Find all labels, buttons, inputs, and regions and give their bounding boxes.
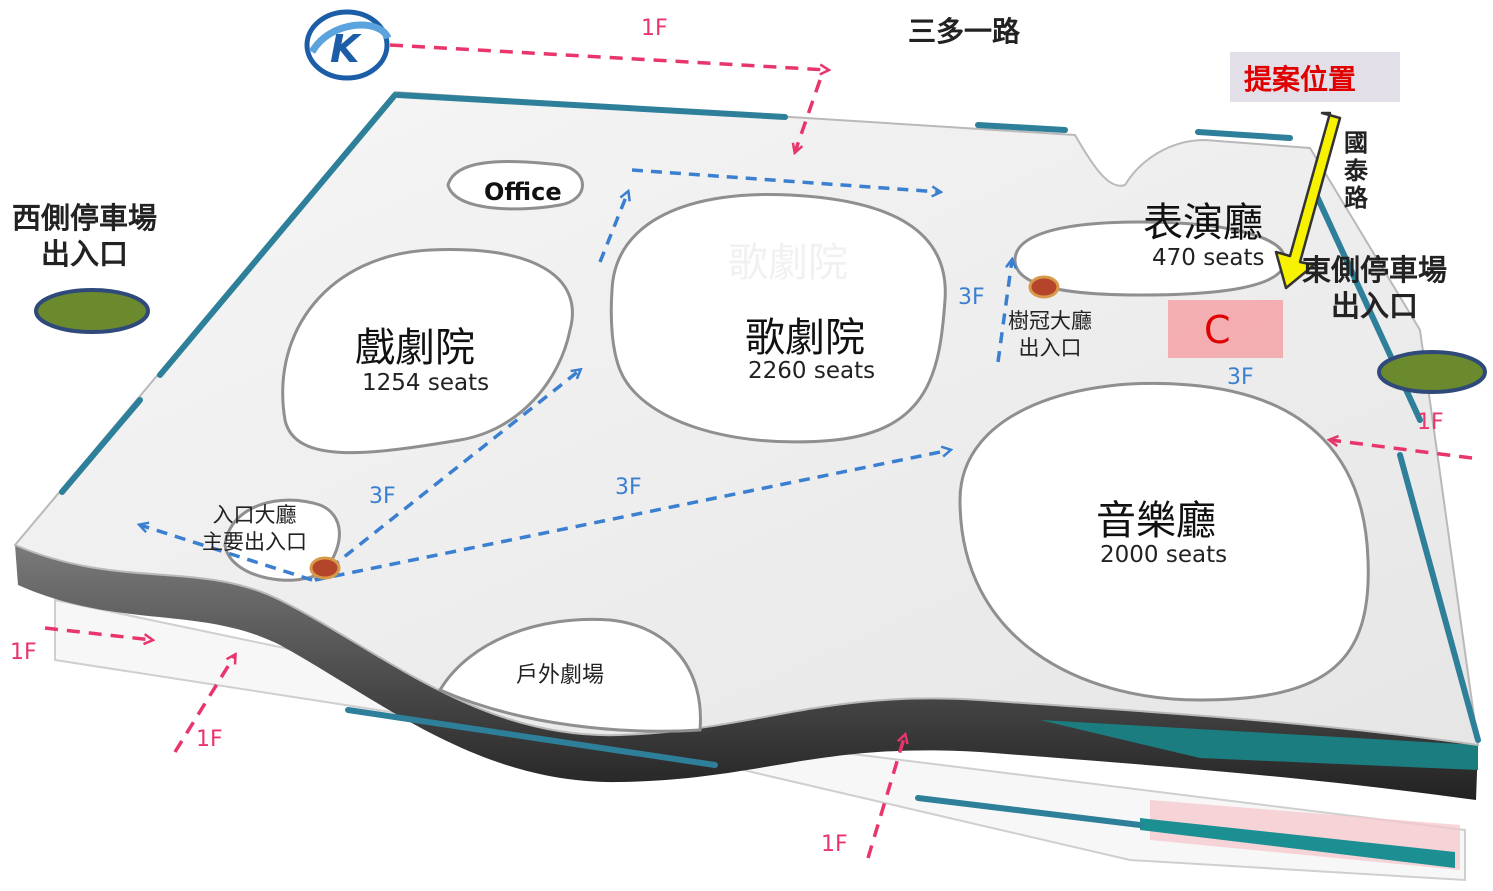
walkway-1f-top: [389, 43, 828, 70]
site-c-label: C: [1204, 308, 1231, 352]
proposal-label: 提案位置: [1244, 63, 1357, 96]
opera-house-void: [609, 192, 947, 444]
main-entrance-label: 入口大廳 主要出入口: [202, 503, 307, 555]
floor-1f-top: 1F: [641, 16, 668, 41]
banyan-entrance-label: 樹冠大廳 出入口: [1008, 309, 1092, 361]
street-north: 三多一路: [908, 15, 1021, 48]
concert-hall-name: 音樂廳: [1096, 498, 1216, 544]
floor-3f-route: 3F: [615, 475, 642, 500]
floor-1f-east: 1F: [1417, 410, 1444, 435]
concert-hall-seats: 2000 seats: [1100, 542, 1228, 568]
floor-3f-c-site: 3F: [1227, 365, 1254, 390]
east-parking-marker: [1377, 350, 1487, 394]
drama-theater-void: [281, 247, 574, 455]
walkway-1f-east: [1330, 440, 1473, 460]
drama-theater-seats: 1254 seats: [362, 370, 490, 396]
walkway-3f-opera-top: [631, 168, 940, 192]
walkway-1f-top-down: [795, 79, 822, 152]
playhouse-seats: 470 seats: [1152, 245, 1265, 271]
outdoor-theater-label: 戶外劇場: [516, 663, 605, 688]
concert-hall-void: [958, 381, 1370, 702]
banyan-entrance-marker: [1028, 275, 1060, 299]
floor-1f-south: 1F: [821, 832, 848, 857]
walkway-1f-southwest: [173, 655, 235, 753]
opera-house-name: 歌劇院: [745, 315, 865, 361]
floor-1f-west: 1F: [10, 640, 37, 665]
playhouse-name: 表演廳: [1143, 200, 1263, 246]
office-label: Office: [484, 178, 562, 206]
logo-letter: K: [330, 27, 362, 71]
ground-teal-strip: [1140, 818, 1455, 868]
walkway-3f-banyan: [996, 260, 1012, 363]
walkway-3f-concert: [314, 450, 950, 582]
drama-theater-name: 戲劇院: [355, 325, 475, 371]
outdoor-theater-void: [437, 617, 702, 733]
floor-3f-main-route: 3F: [369, 484, 396, 509]
walkway-1f-west: [44, 626, 152, 640]
west-parking-marker: [34, 288, 150, 334]
walkway-3f-north: [598, 192, 628, 263]
office-void: [446, 160, 584, 211]
street-east-text: 國泰路: [1344, 129, 1368, 213]
proposal-label-box: [1230, 52, 1400, 102]
opera-house-seats: 2260 seats: [748, 358, 876, 384]
west-parking-label: 西側停車場 出入口: [12, 201, 158, 272]
roof-edge-teal-accent: [1040, 720, 1478, 770]
floor-3f-banyan: 3F: [958, 285, 985, 310]
k-logo: K: [304, 9, 392, 81]
street-east: 國泰路: [1341, 129, 1371, 213]
proposal-site-c-box: [1168, 300, 1283, 358]
proposal-arrow: [1274, 111, 1342, 290]
main-entrance-marker: [309, 556, 341, 580]
floor-1f-southwest: 1F: [196, 727, 223, 752]
east-parking-label: 東側停車場 出入口: [1302, 253, 1448, 324]
opera-house-watermark: 歌劇院: [728, 240, 848, 286]
